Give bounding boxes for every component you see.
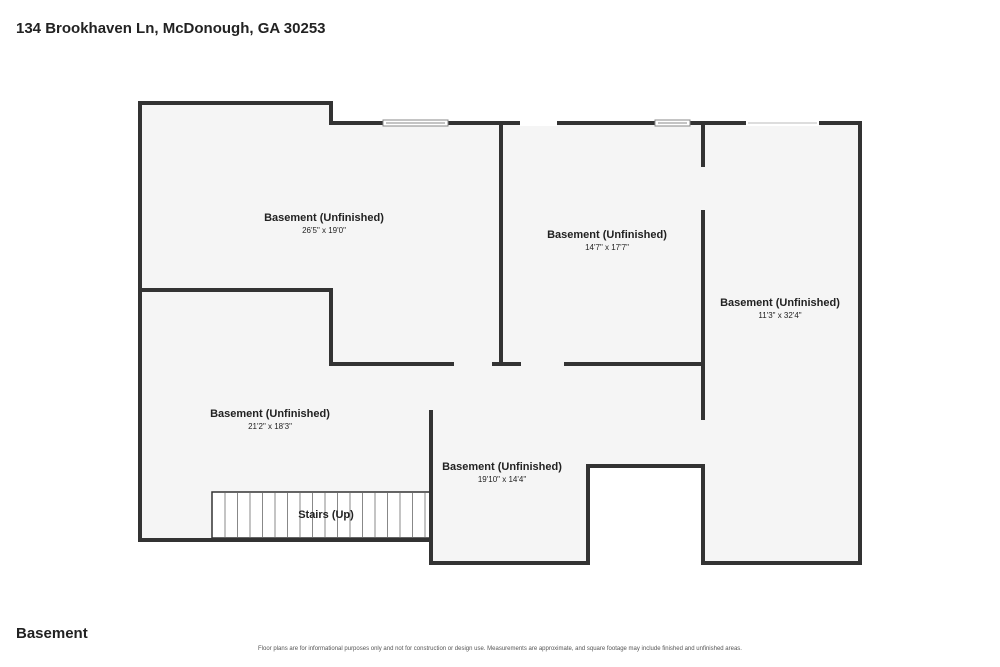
room-name: Basement (Unfinished) bbox=[210, 408, 330, 420]
room-center: Basement (Unfinished) 14'7" x 17'7" bbox=[547, 229, 667, 252]
wall-upper-left-bottom bbox=[138, 288, 454, 366]
walls bbox=[138, 101, 862, 565]
room-upper-left: Basement (Unfinished) 26'5" x 19'0" bbox=[264, 212, 384, 235]
room-dimensions: 21'2" x 18'3" bbox=[248, 422, 292, 431]
stairs: Stairs (Up) bbox=[211, 491, 431, 539]
floor-level-label: Basement bbox=[16, 625, 88, 642]
window bbox=[520, 120, 557, 126]
room-lower-left: Basement (Unfinished) 21'2" x 18'3" bbox=[210, 408, 330, 431]
room-dimensions: 14'7" x 17'7" bbox=[585, 243, 629, 252]
room-name: Basement (Unfinished) bbox=[264, 212, 384, 224]
room-name: Basement (Unfinished) bbox=[442, 461, 562, 473]
outer-wall bbox=[138, 101, 862, 565]
stair-treads bbox=[224, 493, 426, 537]
room-name: Basement (Unfinished) bbox=[547, 229, 667, 241]
room-dimensions: 19'10" x 14'4" bbox=[478, 475, 526, 484]
property-address: 134 Brookhaven Ln, McDonough, GA 30253 bbox=[16, 20, 326, 37]
windows bbox=[382, 119, 819, 127]
stairs-label: Stairs (Up) bbox=[298, 509, 354, 521]
stairs-area bbox=[211, 491, 431, 539]
room-name: Basement (Unfinished) bbox=[720, 297, 840, 309]
room-dimensions: 26'5" x 19'0" bbox=[302, 226, 346, 235]
disclaimer-text: Floor plans are for informational purpos… bbox=[258, 646, 742, 652]
room-lower-center: Basement (Unfinished) 19'10" x 14'4" bbox=[442, 461, 562, 484]
room-dimensions: 11'3" x 32'4" bbox=[758, 311, 801, 320]
room-right: Basement (Unfinished) 11'3" x 32'4" bbox=[720, 297, 840, 320]
